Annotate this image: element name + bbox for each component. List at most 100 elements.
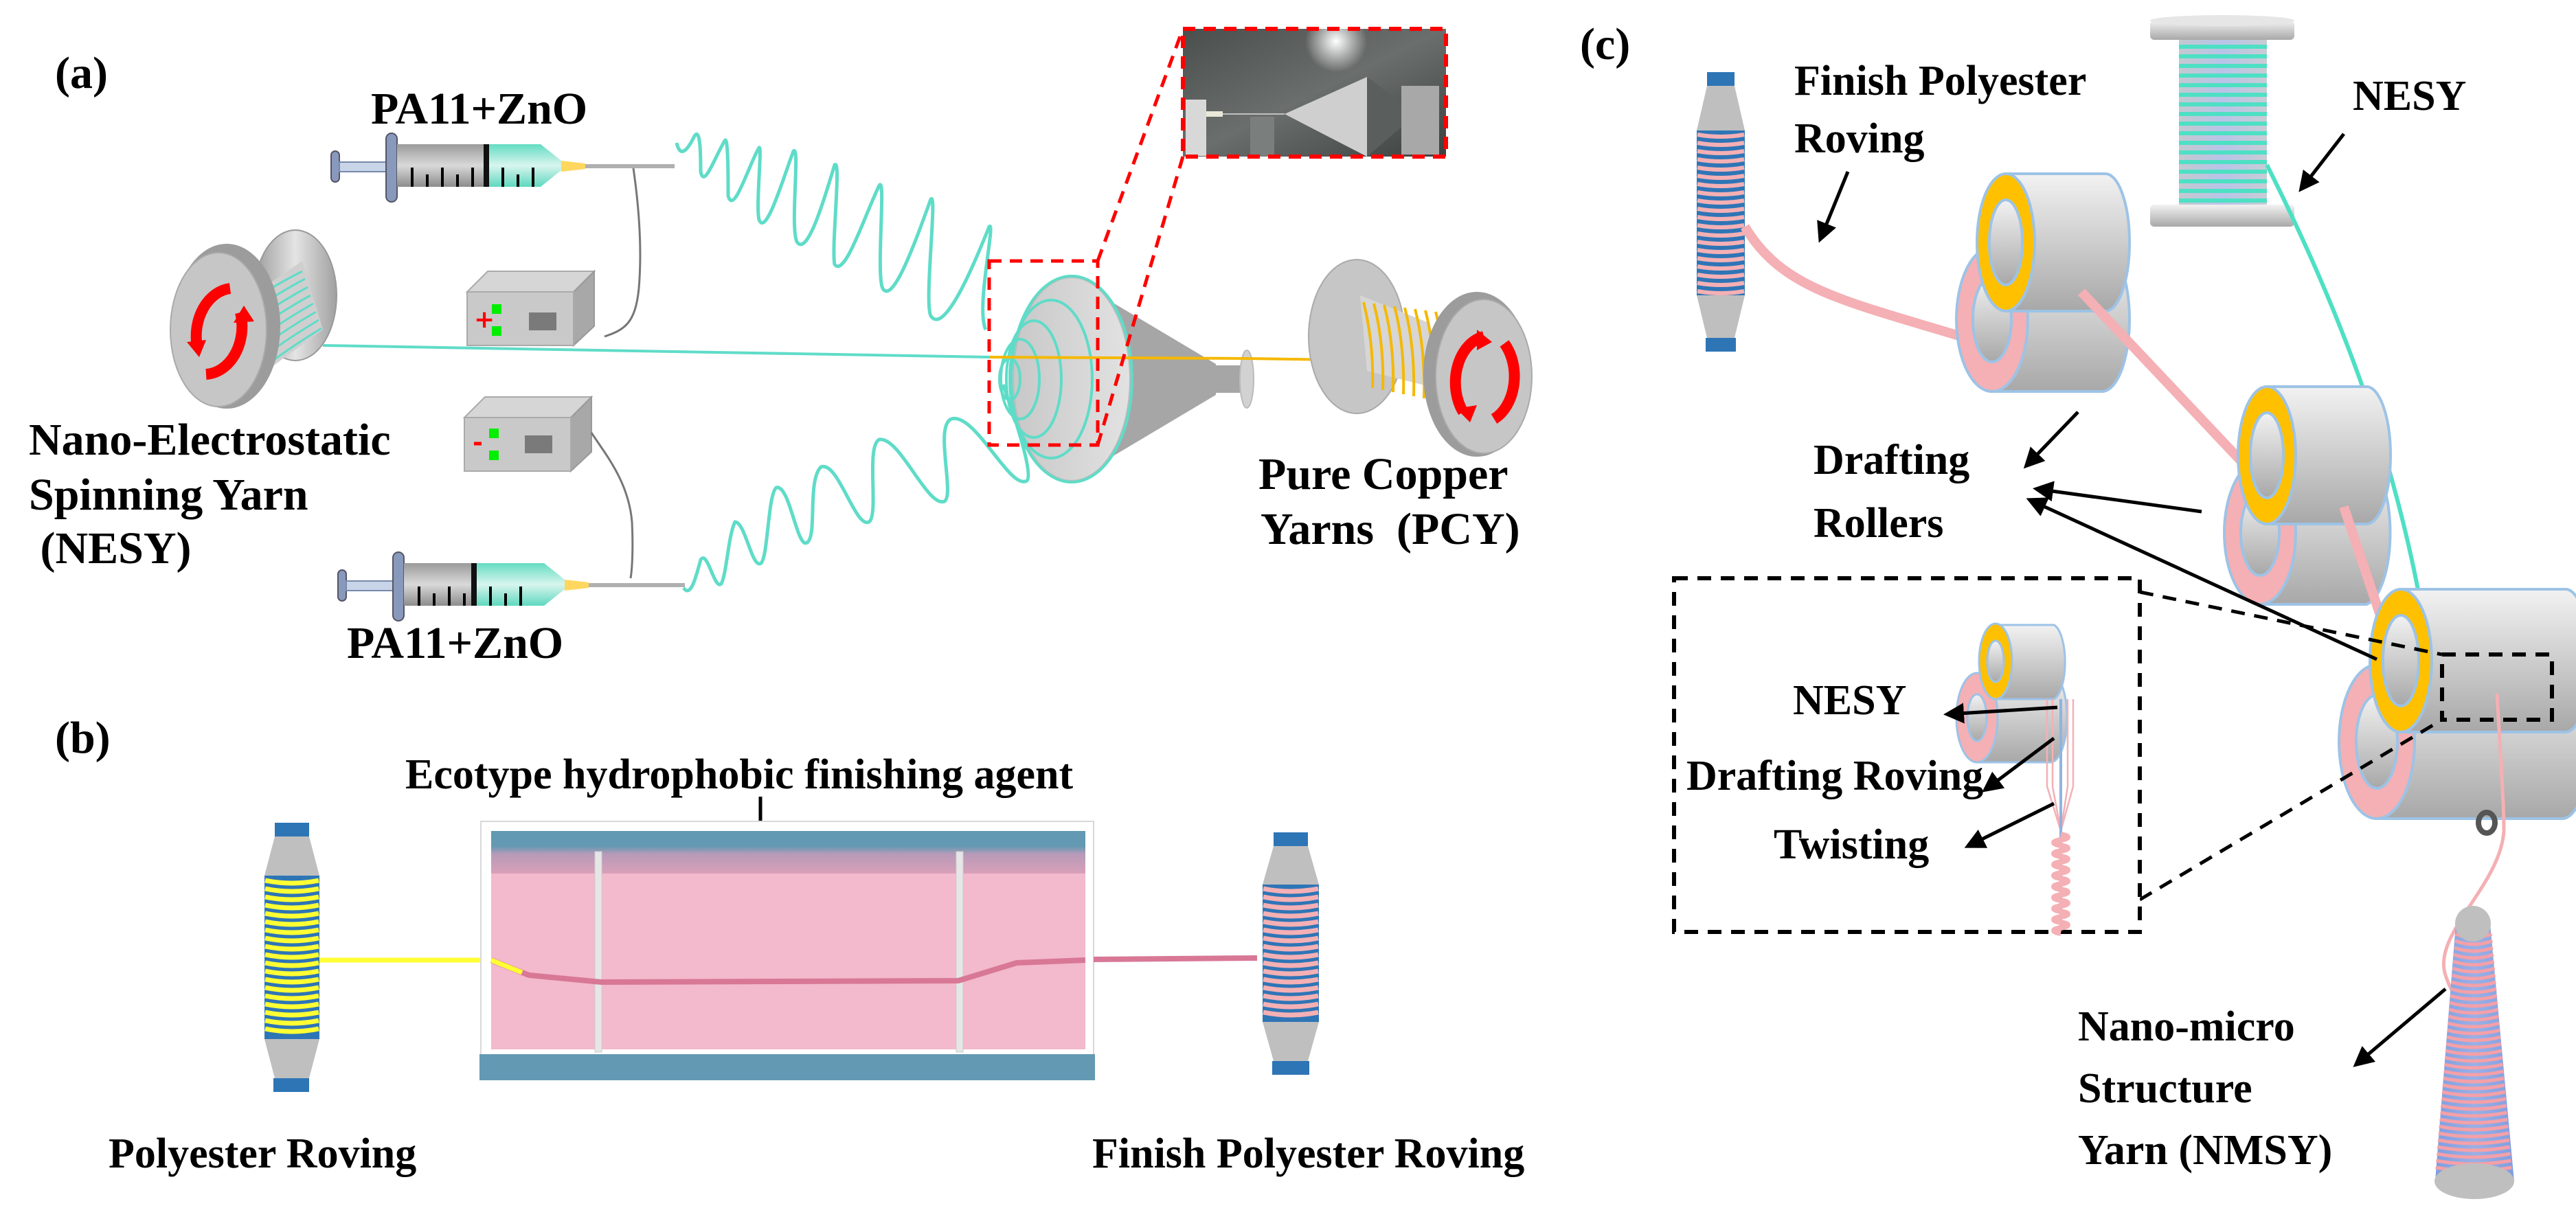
winding [2445,1049,2502,1056]
winding [1697,231,1745,238]
inset-connector-bottom [1096,156,1185,446]
drafting-roller-pair-1 [1955,172,2131,393]
panel-b-label: (b) [55,713,111,763]
positive-sign: + [474,306,495,334]
winding [1697,190,1745,196]
winding [264,1018,319,1026]
nmsy-arrow [2353,988,2447,1067]
drafting-rollers-label: Drafting Rollers [1814,437,1969,547]
inset-drafting-arrow [1982,737,2055,793]
winding [1697,149,1745,155]
c-nesy-arrow [2298,133,2345,192]
winding [264,935,319,944]
rollers-arrow-3 [2026,497,2378,661]
winding [2443,1062,2504,1070]
c-roving-bobbin [1697,72,1745,352]
winding [2441,1090,2506,1097]
pcy-spool [1308,259,1533,457]
winding [264,968,319,977]
negative-sign: - [473,429,483,457]
pcy-label-line-2: Yarns (PCY) [1261,504,1520,554]
winding [1263,952,1319,960]
finishing-bath [479,821,1095,1080]
winding [2439,1117,2508,1125]
pink-windings [1263,886,1319,1018]
drafting-rollers-label-line-2: Rollers [1814,500,1943,547]
panel-c: (c) Finish Polyester Roving NESY [1580,15,2576,1199]
nmsy-cone [2434,906,2514,1199]
yarn-guide-ring [2476,810,2498,836]
c-roving-label-line-2: Roving [1794,115,1924,162]
winding [264,1001,319,1010]
winding [1263,968,1319,977]
polyester-roving-label: Polyester Roving [109,1130,416,1177]
winding [1697,289,1745,295]
winding [2450,987,2497,994]
inset-nesy-label: NESY [1793,677,1906,724]
finishing-agent-label: Ecotype hydrophobic finishing agent [405,751,1073,798]
winding [2443,1076,2505,1084]
winding [1697,133,1745,139]
pcy-label-line-1: Pure Copper [1258,449,1509,499]
inset-nesy-arrow [1943,703,2058,724]
rollers-arrow-1 [2023,411,2079,469]
winding [264,878,319,886]
winding [264,886,319,894]
winding [1263,919,1319,927]
winding [1697,240,1745,246]
c-zoom-source-box [2440,652,2554,722]
winding [2448,1007,2499,1015]
winding [1697,264,1745,271]
winding [1263,935,1319,944]
pcy-label: Pure Copper Yarns (PCY) [1258,449,1520,554]
panel-a: (a) PA11+ZnO + [29,10,1533,668]
winding [1263,1001,1319,1010]
winding [264,952,319,960]
winding [264,977,319,985]
winding [264,1010,319,1018]
winding [1263,960,1319,968]
winding [1263,927,1319,935]
nmsy-label-line-2: Structure [2078,1065,2252,1112]
winding [1697,207,1745,213]
winding [264,927,319,935]
winding [2444,1056,2503,1063]
winding [264,944,319,952]
winding [1263,886,1319,894]
nmsy-label: Nano-micro Structure Yarn (NMSY) [2078,1003,2332,1174]
winding [2439,1124,2509,1132]
winding [1263,985,1319,993]
panel-a-label: (a) [55,48,108,98]
rollers-arrow-2 [2033,481,2202,514]
inset-twisting-arrow [1964,801,2055,848]
winding [2437,1145,2511,1152]
winding [264,919,319,927]
c-pink-windings [1697,133,1745,295]
c-roving-arrow [1817,171,1850,243]
inset-drafting-label: Drafting Roving [1686,753,1983,799]
finish-polyester-roving-label: Finish Polyester Roving [1092,1130,1524,1177]
winding [1697,273,1745,279]
winding [2454,939,2493,946]
winding [1263,911,1319,919]
c-roving-label: Finish Polyester Roving [1794,58,2086,162]
c-roving-label-line-1: Finish Polyester [1794,58,2086,104]
nesy-label-line-3: (NESY) [29,523,192,573]
winding [2441,1097,2507,1104]
winding [264,894,319,902]
nmsy-label-line-3: Yarn (NMSY) [2078,1127,2332,1174]
drafting-roller-pair-2 [2223,385,2392,606]
winding [264,985,319,993]
winding [2446,1035,2501,1043]
c-zoom-connector-top [2139,590,2443,657]
syringe-bottom-label: PA11+ZnO [347,618,563,668]
copper-core-line [988,356,1247,360]
winding [264,1026,319,1034]
winding [1697,281,1745,287]
panel-b: (b) Ecotype hydrophobic finishing agent [55,713,1524,1177]
winding [2452,966,2496,974]
winding [2447,1021,2500,1029]
winding [264,993,319,1001]
winding [2453,953,2494,960]
winding [1697,157,1745,163]
